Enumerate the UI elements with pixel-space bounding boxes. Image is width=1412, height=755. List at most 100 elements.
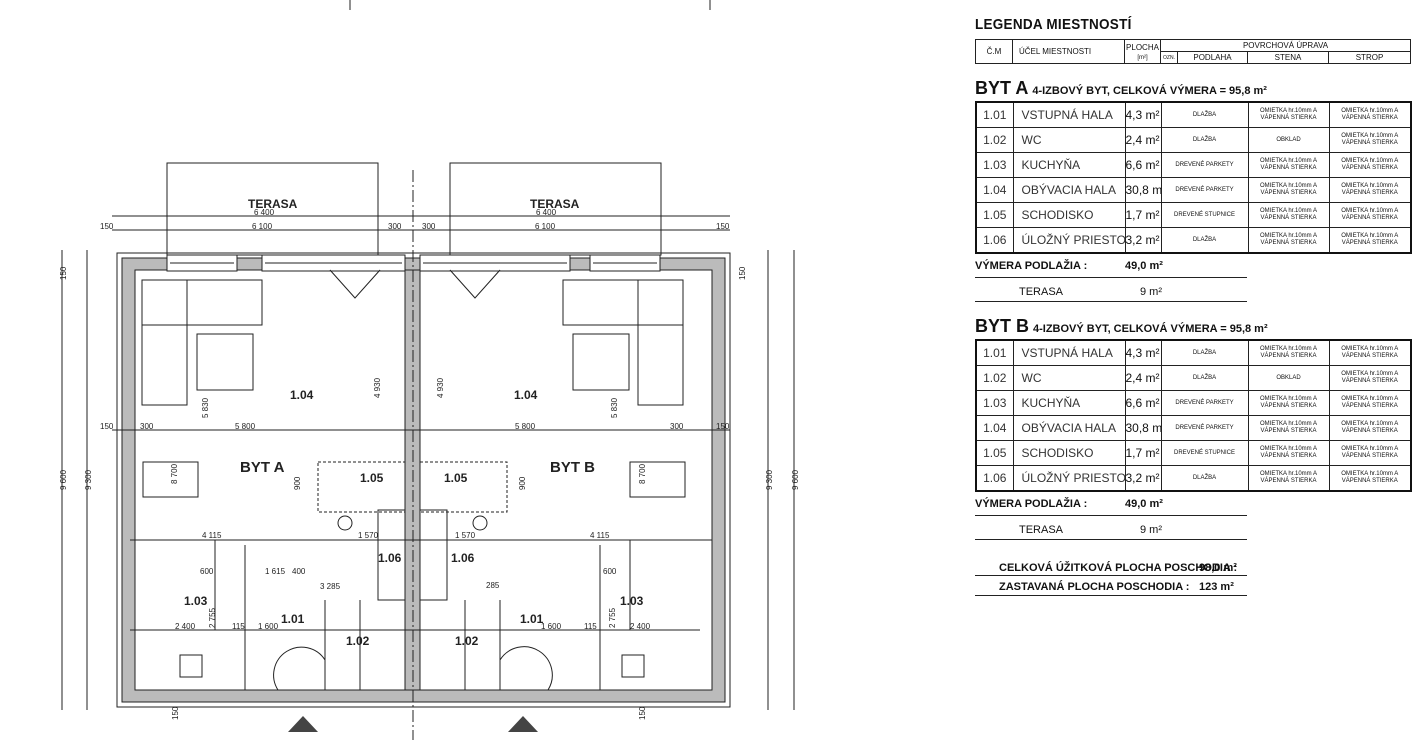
- room-label: 1.03: [184, 594, 208, 608]
- room-label: 1.05: [444, 471, 468, 485]
- floor-finish: DLAŽBA: [1160, 227, 1249, 254]
- header-floor: PODLAHA: [1177, 51, 1248, 64]
- total-usable-area: CELKOVÁ ÚŽITKOVÁ PLOCHA POSCHODIA :98,0 …: [975, 554, 1247, 576]
- room-area: 30,8 m²: [1124, 415, 1162, 441]
- room-label: 1.02: [455, 634, 479, 648]
- ceiling-finish: OMIETKA hr.10mm A VÁPENNÁ STIERKA: [1328, 390, 1412, 416]
- dim-1570: 1 570: [455, 531, 476, 540]
- room-area: 30,8 m²: [1124, 177, 1162, 203]
- room-name: KUCHYŇA: [1012, 390, 1126, 416]
- room-area: 2,4 m²: [1124, 127, 1162, 153]
- floor-finish: DREVENÉ STUPNICE: [1160, 440, 1249, 466]
- terrace-label-a: TERASA: [248, 197, 298, 211]
- apartment-description: 4-IZBOVÝ BYT, CELKOVÁ VÝMERA = 95,8 m²: [1033, 323, 1268, 335]
- floor-finish: DREVENÉ PARKETY: [1160, 390, 1249, 416]
- floor-finish: DREVENÉ PARKETY: [1160, 152, 1249, 178]
- terrace-label-b: TERASA: [530, 197, 580, 211]
- dim-6100: 6 100: [252, 222, 273, 231]
- floor-area-label: VÝMERA PODLAŽIA :: [975, 498, 1088, 510]
- floor-finish: DLAŽBA: [1160, 101, 1249, 128]
- room-area: 1,7 m²: [1124, 202, 1162, 228]
- dim-300: 300: [140, 422, 154, 431]
- dim-9600: 9 600: [59, 469, 68, 490]
- room-name: WC: [1012, 127, 1126, 153]
- room-label: 1.02: [346, 634, 370, 648]
- wall-finish: OMIETKA hr.10mm A VÁPENNÁ STIERKA: [1247, 339, 1330, 366]
- wall-finish: OMIETKA hr.10mm A VÁPENNÁ STIERKA: [1247, 152, 1330, 178]
- dim-1615: 1 615: [265, 567, 286, 576]
- room-number: 1.05: [975, 440, 1014, 466]
- room-label: 1.01: [520, 612, 544, 626]
- room-name: ÚLOŽNÝ PRIESTOR: [1012, 227, 1126, 254]
- built-value: 123 m²: [1199, 581, 1234, 593]
- header-ceiling: STROP: [1328, 51, 1411, 64]
- built-up-area: ZASTAVANÁ PLOCHA POSCHODIA : 123 m²: [975, 576, 1247, 596]
- legend-title: LEGENDA MIESTNOSTÍ: [975, 16, 1132, 33]
- room-number: 1.04: [975, 415, 1014, 441]
- dim-600: 600: [200, 567, 214, 576]
- room-area: 6,6 m²: [1124, 390, 1162, 416]
- header-wall: STENA: [1247, 51, 1329, 64]
- dim-150: 150: [638, 706, 647, 720]
- room-area: 6,6 m²: [1124, 152, 1162, 178]
- room-name: SCHODISKO: [1012, 440, 1126, 466]
- room-number: 1.05: [975, 202, 1014, 228]
- dim-4930: 4 930: [436, 377, 445, 398]
- dim-9600: 9 600: [791, 469, 800, 490]
- wall-finish: OMIETKA hr.10mm A VÁPENNÁ STIERKA: [1247, 202, 1330, 228]
- terrace-summary: TERASA 9 m²: [975, 516, 1247, 540]
- room-number: 1.02: [975, 127, 1014, 153]
- wall-finish: OBKLAD: [1247, 127, 1330, 153]
- floor-finish: DREVENÉ STUPNICE: [1160, 202, 1249, 228]
- room-area: 3,2 m²: [1124, 227, 1162, 254]
- floor-finish: DLAŽBA: [1160, 465, 1249, 492]
- dim-5800: 5 800: [235, 422, 256, 431]
- room-number: 1.06: [975, 465, 1014, 492]
- room-number: 1.02: [975, 365, 1014, 391]
- dim-3285: 3 285: [320, 582, 341, 591]
- floor-area-label: VÝMERA PODLAŽIA :: [975, 260, 1088, 272]
- room-label: 1.01: [281, 612, 305, 626]
- apartment-name: BYT B: [975, 316, 1029, 336]
- floor-area-value: 49,0 m²: [1125, 260, 1163, 272]
- apartment-b-label: BYT B: [550, 459, 595, 476]
- room-name: WC: [1012, 365, 1126, 391]
- floor-finish: DREVENÉ PARKETY: [1160, 415, 1249, 441]
- dim-115: 115: [232, 622, 245, 631]
- ceiling-finish: OMIETKA hr.10mm A VÁPENNÁ STIERKA: [1328, 101, 1412, 128]
- wall-finish: OMIETKA hr.10mm A VÁPENNÁ STIERKA: [1247, 415, 1330, 441]
- room-label: 1.06: [378, 551, 402, 565]
- dim-150: 150: [716, 422, 730, 431]
- room-area: 4,3 m²: [1124, 339, 1162, 366]
- floor-finish: DLAŽBA: [1160, 365, 1249, 391]
- dim-115: 115: [584, 622, 597, 631]
- header-ozn: OZN.: [1160, 51, 1178, 64]
- apartment-heading: BYT B 4-IZBOVÝ BYT, CELKOVÁ VÝMERA = 95,8…: [975, 316, 1411, 337]
- dim-300: 300: [670, 422, 684, 431]
- apartment-name: BYT A: [975, 78, 1029, 98]
- terrace-label: TERASA: [1019, 524, 1064, 536]
- room-number: 1.06: [975, 227, 1014, 254]
- room-name: VSTUPNÁ HALA: [1012, 339, 1126, 366]
- room-number: 1.01: [975, 339, 1014, 366]
- built-label: ZASTAVANÁ PLOCHA POSCHODIA :: [999, 581, 1190, 593]
- total-value: 98,0 m²: [1199, 562, 1237, 574]
- dim-9300: 9 300: [765, 469, 774, 490]
- dim-4115: 4 115: [590, 531, 610, 540]
- entrance-arrow-a-icon: [288, 716, 318, 732]
- terrace-value: 9 m²: [1140, 524, 1162, 536]
- ceiling-finish: OMIETKA hr.10mm A VÁPENNÁ STIERKA: [1328, 339, 1412, 366]
- dim-900: 900: [518, 476, 527, 490]
- room-number: 1.03: [975, 152, 1014, 178]
- dim-1600: 1 600: [541, 622, 562, 631]
- wall-finish: OMIETKA hr.10mm A VÁPENNÁ STIERKA: [1247, 101, 1330, 128]
- ceiling-finish: OMIETKA hr.10mm A VÁPENNÁ STIERKA: [1328, 152, 1412, 178]
- room-label: 1.06: [451, 551, 475, 565]
- dim-150: 150: [716, 222, 730, 231]
